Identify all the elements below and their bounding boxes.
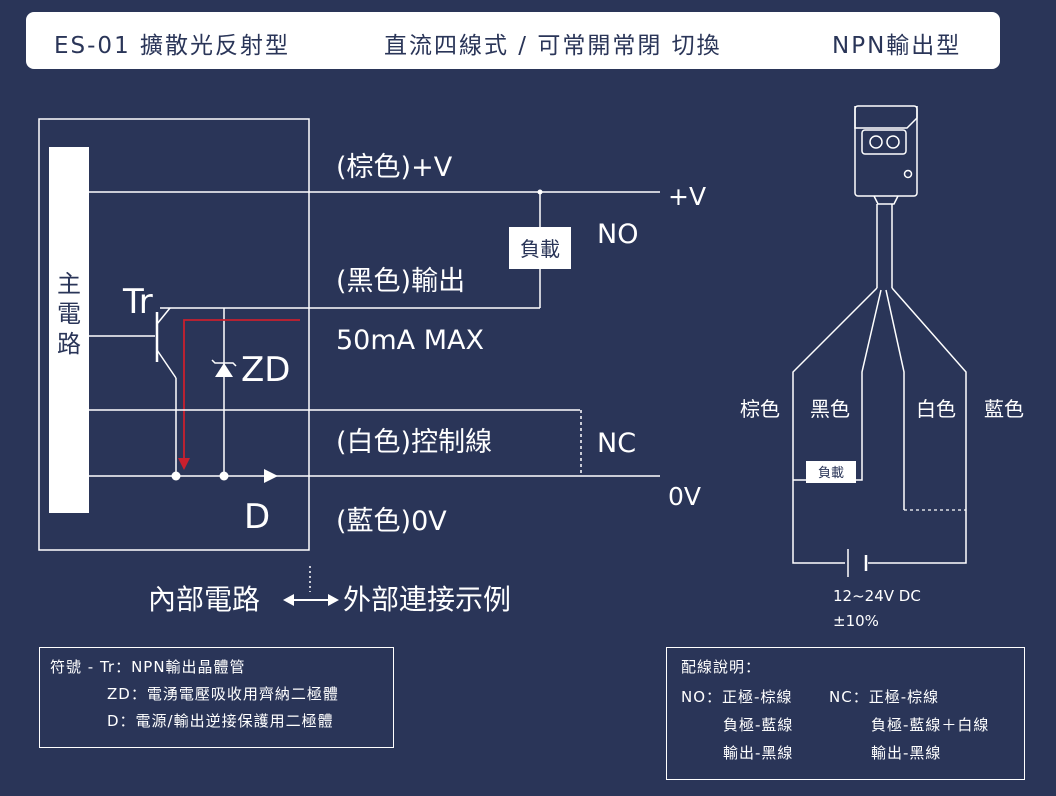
cable-gland: [873, 195, 899, 205]
transistor-collector: [156, 307, 171, 325]
no-label: NO: [597, 219, 638, 250]
nc-output: 輸出-黑線: [871, 744, 942, 762]
zener-bar: [211, 359, 237, 367]
voltage-label: 12~24V DC: [833, 587, 921, 605]
main-circuit-block: [49, 147, 89, 513]
blue-wire-label: (藍色)0V: [336, 506, 447, 537]
load-box: [509, 227, 571, 269]
black-label: 黑色: [810, 397, 850, 421]
tolerance-label: ±10%: [833, 612, 879, 630]
black-lead: [861, 289, 882, 463]
no-negative: 負極-藍線: [723, 716, 794, 734]
blue-lead: [868, 287, 967, 564]
indicator-led-icon: [903, 169, 913, 179]
main-circuit-label: 主電路: [57, 270, 81, 358]
junction-dot: [171, 471, 181, 481]
arrow-left-icon: [283, 594, 294, 606]
brown-lead: [792, 287, 878, 564]
diode-symbol: [264, 469, 278, 483]
internal-label: 內部電路: [148, 583, 260, 616]
white-wire-label: (白色)控制線: [336, 427, 492, 458]
current-path: [183, 319, 300, 468]
zener-symbol: [215, 363, 233, 377]
zener-label: ZD: [241, 350, 290, 390]
wiring-notes-title: 配線說明：: [681, 658, 762, 676]
internal-circuit-frame: [38, 118, 310, 551]
brown-label: 棕色: [740, 397, 780, 421]
transistor-emitter: [156, 349, 177, 379]
sensor-lens-frame: [861, 129, 907, 155]
sensor-illustration: [792, 105, 967, 577]
no-output: 輸出-黑線: [723, 744, 794, 762]
external-load-label: 負載: [818, 466, 844, 481]
junction-dot: [219, 471, 229, 481]
zero-v-label: 0V: [668, 482, 701, 511]
current-arrow: [178, 458, 190, 470]
wiring-type: 直流四線式 / 可常開常閉 切換: [384, 33, 722, 59]
diode-label: D: [244, 497, 270, 537]
receiver-lens-icon: [886, 135, 900, 149]
symbols-legend: 符號 - Tr：NPN輸出晶體管 ZD：電湧電壓吸收用齊納二極體 D：電源/輸出…: [39, 647, 394, 748]
emitter-lens-icon: [869, 135, 883, 149]
sensor-cap: [854, 106, 918, 129]
nc-label: NC: [597, 428, 636, 459]
load-label: 負載: [520, 237, 560, 261]
white-lead: [885, 289, 905, 510]
brown-wire-label: (棕色)+V: [336, 152, 453, 183]
title-bar: ES-01 擴散光反射型 直流四線式 / 可常開常閉 切換 NPN輸出型: [26, 12, 1000, 69]
black-wire-label: (黑色)輸出: [336, 266, 465, 297]
symbol-d: D：電源/輸出逆接保護用二極體: [107, 712, 334, 730]
nc-positive: NC：正極-棕線: [829, 688, 940, 706]
max-current-label: 50mA MAX: [336, 325, 484, 356]
load-box: [806, 461, 856, 483]
output-type: NPN輸出型: [832, 33, 962, 59]
wiring-notes: 配線說明： NO：正極-棕線 負極-藍線 輸出-黑線 NC：正極-棕線 負極-藍…: [666, 647, 1025, 780]
arrow-right-icon: [328, 594, 339, 606]
symbol-tr: 符號 - Tr：NPN輸出晶體管: [50, 658, 246, 676]
symbol-zd: ZD：電湧電壓吸收用齊納二極體: [107, 685, 339, 703]
nc-negative: 負極-藍線＋白線: [871, 716, 990, 734]
sensor-body: [854, 105, 918, 197]
plus-v-label: +V: [668, 182, 706, 211]
no-positive: NO：正極-棕線: [681, 688, 793, 706]
external-label: 外部連接示例: [343, 583, 511, 616]
blue-label: 藍色: [984, 397, 1024, 421]
model-title: ES-01 擴散光反射型: [54, 33, 291, 59]
white-label: 白色: [916, 397, 956, 421]
transistor-label: Tr: [122, 282, 153, 322]
